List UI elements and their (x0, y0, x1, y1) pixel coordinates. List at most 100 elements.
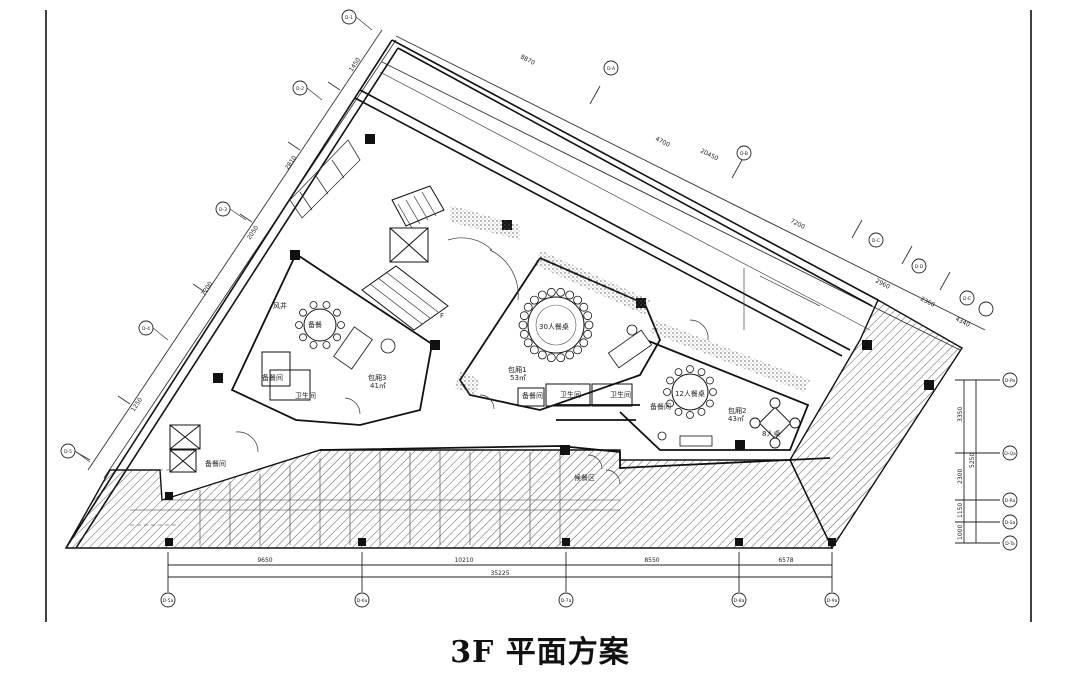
table-box3 (303, 308, 337, 342)
chair (674, 368, 683, 377)
chair (556, 353, 566, 363)
chair (706, 376, 714, 385)
chair (573, 295, 582, 305)
dim-left-5: 1250 (130, 396, 144, 413)
axis-top-2: D-B (740, 151, 748, 157)
chair (556, 287, 566, 297)
axis-top-5: D-E (963, 296, 971, 302)
chair (565, 350, 575, 360)
table-30-chairs (518, 287, 594, 363)
dim-left-2: 2810 (284, 154, 298, 171)
dim-top-3: 20450 (699, 148, 719, 163)
label-wc-a: 卫生间 (295, 391, 316, 400)
hatched-terrace-bottom (64, 449, 834, 549)
label-prep-d: 备餐间 (522, 391, 543, 400)
label-prep-c: 备餐间 (650, 402, 671, 411)
label-box2: 包厢2 (728, 406, 746, 415)
ramp-upper-left (289, 139, 361, 219)
dim-bottom-total: 35225 (490, 570, 509, 577)
chair (295, 321, 303, 329)
chair (519, 311, 529, 321)
dim-right-3: 2300 (957, 469, 964, 484)
left-axis-labels: D-1 D-2 D-3 D-4 D-5 (64, 15, 353, 455)
chair (299, 333, 307, 342)
axis-bottom-1: D-5a (163, 598, 174, 604)
axis-top-3: D-C (872, 238, 880, 244)
dim-right-1: 3350 (957, 407, 964, 422)
dim-bottom-3: 8550 (644, 557, 659, 564)
stair-upper (361, 185, 449, 331)
table-12-chairs (663, 365, 717, 419)
chair (583, 311, 593, 321)
chair (518, 320, 528, 330)
label-prep-b: 备餐间 (205, 459, 226, 468)
chair (299, 308, 307, 317)
axis-top-4: D-D (915, 264, 924, 270)
axis-bottom-3: D-7a (561, 598, 572, 604)
dim-right-2: 5250 (969, 453, 976, 468)
axis-left-4: D-4 (142, 326, 150, 332)
chair (546, 287, 556, 297)
label-box3: 包厢3 (368, 373, 386, 382)
dim-left-1: 1450 (348, 56, 362, 73)
chair (530, 295, 539, 305)
axis-left-1: D-1 (345, 15, 353, 21)
chair (697, 368, 706, 377)
table-8-seat (749, 397, 801, 449)
dim-top-2: 4700 (654, 136, 671, 149)
right-axis-labels: D-Pa D-Qa D-Ra D-Sa D-Ta (1004, 378, 1016, 547)
lounge-furniture (333, 324, 713, 447)
dim-top-7: 4340 (954, 316, 971, 329)
chair (697, 407, 706, 416)
label-box3-area: 41㎡ (370, 382, 386, 390)
dim-bottom-4: 6578 (778, 557, 793, 564)
dim-top-4: 7200 (789, 218, 806, 231)
label-box2-area: 43㎡ (728, 415, 744, 423)
room-labels: 30人餐桌 包厢1 53㎡ 12人餐桌 包厢2 43㎡ 8人桌 包厢3 41㎡ … (205, 301, 780, 482)
label-pantry: 备餐 (308, 320, 322, 329)
axis-right-1: D-Pa (1005, 378, 1016, 384)
axis-bottom-4: D-8a (734, 598, 745, 604)
left-dimension-chain (75, 29, 397, 479)
chair (579, 338, 589, 348)
ne-strip (379, 71, 871, 331)
dim-left-3: 2050 (246, 224, 260, 241)
chair (322, 341, 331, 349)
chair (546, 353, 556, 363)
label-box1: 包厢1 (508, 365, 526, 374)
table-12-seat (671, 373, 709, 411)
label-box1-area: 53㎡ (510, 374, 526, 382)
dim-right-4: 1150 (957, 503, 964, 518)
chair (333, 333, 341, 342)
label-12-table: 12人餐桌 (675, 389, 705, 398)
dim-right-5: 1000 (957, 525, 964, 540)
label-shaft: 风井 (273, 301, 287, 310)
axis-top-1: D-A (607, 66, 616, 72)
axis-left-5: D-5 (64, 449, 72, 455)
label-stair-f: F (440, 312, 444, 320)
label-wc-c: 卫生间 (610, 390, 631, 399)
right-dimension-chain (955, 379, 1000, 544)
left-axis-bubbles (60, 9, 357, 459)
chair (519, 329, 529, 339)
label-8-table: 8人桌 (762, 429, 780, 438)
chair (322, 301, 331, 309)
dim-bottom-2: 10210 (454, 557, 473, 564)
chair (584, 320, 594, 330)
chair (706, 399, 714, 408)
drawing-caption: 3F 平面方案 (450, 635, 630, 670)
chair (579, 302, 589, 312)
chair (686, 365, 694, 373)
bottom-axis-bubbles (160, 592, 840, 608)
label-wc-b: 卫生间 (560, 390, 581, 399)
dim-top-5: 2960 (874, 278, 891, 291)
hatched-terrace-right (789, 299, 963, 550)
dim-top-1: 8870 (519, 54, 536, 67)
chair (537, 350, 547, 360)
chair (666, 399, 674, 408)
chair (523, 302, 533, 312)
bottom-axis-labels: D-5a D-6a D-7a D-8a D-9a (163, 598, 838, 604)
dashed-lines (110, 469, 180, 526)
dim-bottom-1: 9650 (257, 557, 272, 564)
